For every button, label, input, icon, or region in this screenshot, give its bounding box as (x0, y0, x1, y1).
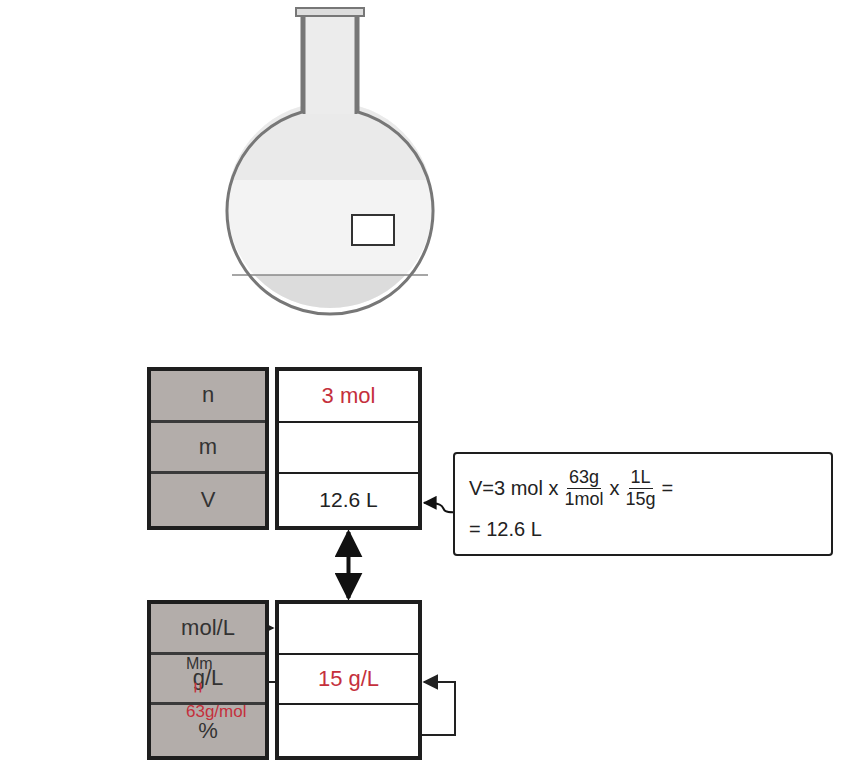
connector-arrow (347, 532, 351, 598)
table-row (279, 705, 418, 756)
formula-callout: V=3 mol x 63g1mol x 1L15g = = 12.6 L (453, 452, 833, 556)
quantity-table: nmV (147, 367, 269, 530)
flask-lip (296, 8, 364, 16)
formula-text: V=3 mol x (469, 477, 558, 500)
cell-text: % (198, 718, 218, 744)
cell-text: 15 g/L (318, 666, 379, 692)
table-row: m (151, 423, 265, 475)
value-box: 15 g/L (275, 600, 422, 760)
flask-outline (227, 14, 433, 314)
table-row (279, 604, 418, 655)
table-row: V (151, 474, 265, 526)
table-row (279, 423, 418, 475)
connector-arrow (424, 503, 453, 512)
cell-text: V (201, 487, 216, 513)
molar-mass-label: Mm (186, 655, 213, 673)
table-row: n (151, 371, 265, 423)
table-row: 3 mol (279, 371, 418, 423)
fraction-denominator: 1mol (564, 489, 603, 510)
fraction-numerator: 63g (567, 467, 601, 489)
equals-sign: = (186, 682, 209, 694)
table-row: 15 g/L (279, 655, 418, 706)
table-row: mol/L (151, 604, 265, 655)
value-box: 3 mol 12.6 L (275, 367, 422, 530)
cell-text: n (202, 382, 214, 408)
formula-text: x (610, 477, 620, 500)
fraction-denominator: 15g (626, 489, 656, 510)
cell-text: m (199, 434, 217, 460)
flask-label (352, 215, 394, 245)
molar-mass-value: 63g/mol (186, 702, 246, 722)
table-row: 12.6 L (279, 474, 418, 526)
cell-text: 3 mol (322, 383, 376, 409)
loop-arrow (422, 682, 455, 735)
fraction-numerator: 1L (629, 467, 653, 489)
cell-text: mol/L (181, 615, 235, 641)
formula-text: = (662, 477, 674, 500)
cell-text: 12.6 L (319, 488, 377, 512)
formula-result: = 12.6 L (469, 518, 542, 541)
concentration-table: mol/Lg/L% (147, 600, 269, 760)
